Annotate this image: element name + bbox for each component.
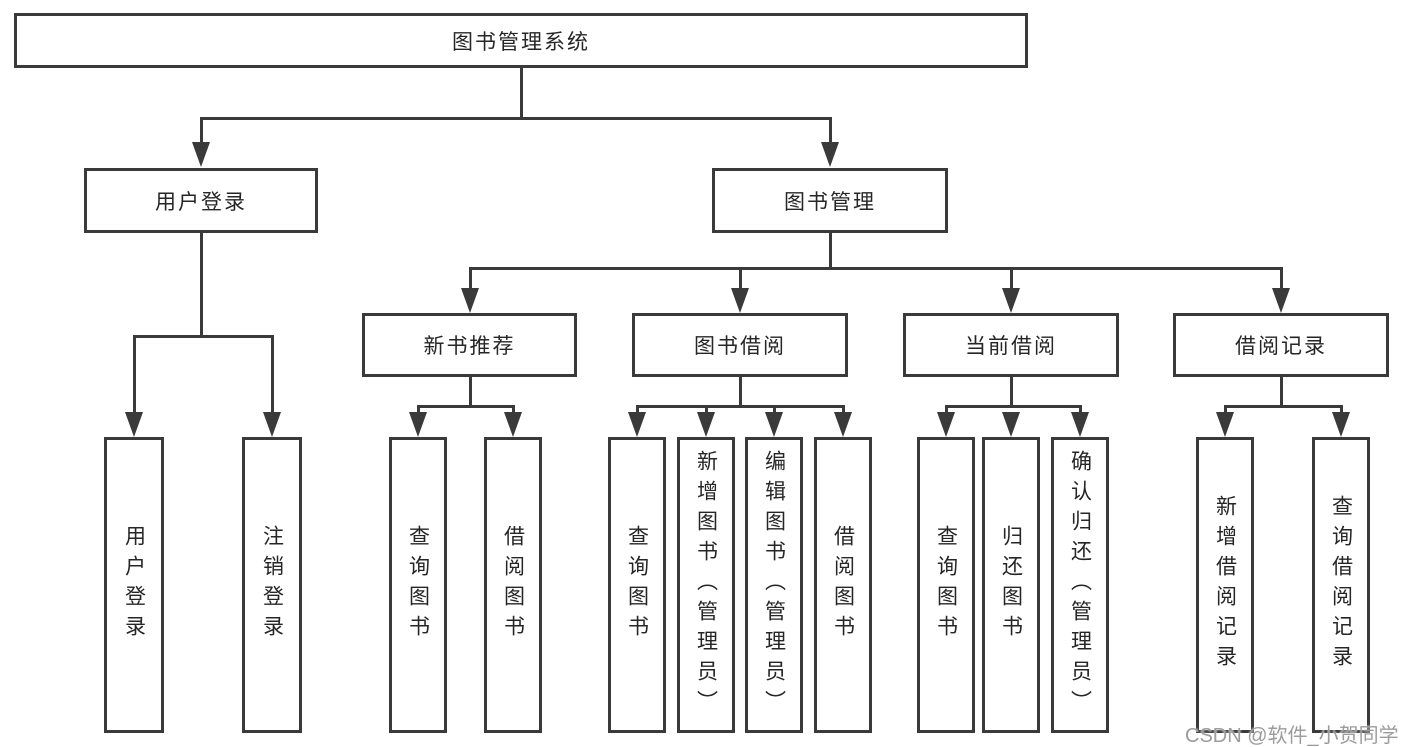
connector-line — [1224, 405, 1227, 417]
connector-line — [773, 405, 776, 417]
connector-line — [271, 335, 274, 415]
connector-line — [829, 233, 832, 270]
watermark-text: CSDN @软件_小贺同学 — [1185, 725, 1399, 747]
node-label: 当前借阅 — [965, 335, 1057, 358]
leaf-query-books-current: 查询图书 — [917, 437, 975, 733]
connector-line — [1224, 405, 1343, 408]
arrow-down-icon — [628, 412, 646, 437]
node-label: 借阅记录 — [1235, 335, 1327, 358]
arrow-down-icon — [125, 412, 143, 437]
connector-line — [417, 405, 515, 408]
leaf-label: 归还图书 — [999, 525, 1023, 645]
leaf-edit-books-admin: 编辑图书（管理员） — [745, 437, 803, 733]
leaf-label: 查询借阅记录 — [1329, 495, 1353, 675]
connector-line — [133, 335, 274, 338]
leaf-label: 确认归还（管理员） — [1068, 450, 1092, 720]
leaf-query-books-borrowing: 查询图书 — [608, 437, 666, 733]
connector-line — [469, 267, 472, 290]
arrow-down-icon — [1002, 288, 1020, 313]
leaf-logout-login: 注销登录 — [242, 437, 302, 733]
arrow-down-icon — [731, 288, 749, 313]
connector-line — [945, 405, 1082, 408]
arrow-down-icon — [697, 412, 715, 437]
leaf-query-borrow-record: 查询借阅记录 — [1312, 437, 1370, 733]
node-label: 图书管理 — [784, 190, 876, 214]
connector-line — [945, 405, 948, 417]
connector-line — [469, 267, 1283, 270]
leaf-add-borrow-record: 新增借阅记录 — [1196, 437, 1254, 733]
arrow-down-icon — [263, 412, 281, 437]
connector-line — [636, 405, 639, 417]
connector-line — [512, 405, 515, 417]
node-book-borrowing: 图书借阅 — [632, 313, 848, 377]
connector-line — [739, 377, 742, 408]
connector-line — [705, 405, 708, 417]
leaf-return-books: 归还图书 — [982, 437, 1040, 733]
leaf-label: 新增借阅记录 — [1213, 495, 1237, 675]
leaf-label: 新增图书（管理员） — [694, 450, 718, 720]
arrow-down-icon — [409, 412, 427, 437]
leaf-label: 查询图书 — [934, 525, 958, 645]
node-label: 图书借阅 — [694, 335, 786, 358]
leaf-borrow-books-recommend: 借阅图书 — [484, 437, 542, 733]
leaf-label: 借阅图书 — [501, 525, 525, 645]
connector-line — [200, 117, 203, 143]
node-label: 用户登录 — [155, 190, 247, 214]
connector-line — [417, 405, 420, 417]
connector-line — [829, 117, 832, 143]
leaf-label: 编辑图书（管理员） — [762, 450, 786, 720]
arrow-down-icon — [192, 142, 210, 167]
node-label: 新书推荐 — [423, 335, 516, 358]
arrow-down-icon — [1216, 412, 1234, 437]
node-new-book-recommendation: 新书推荐 — [362, 313, 577, 377]
arrow-down-icon — [834, 412, 852, 437]
leaf-label: 用户登录 — [122, 525, 146, 645]
connector-line — [1010, 267, 1013, 290]
connector-line — [842, 405, 845, 417]
connector-line — [133, 335, 136, 415]
leaf-add-books-admin: 新增图书（管理员） — [677, 437, 735, 733]
connector-line — [1280, 377, 1283, 408]
leaf-label: 查询图书 — [406, 525, 430, 645]
node-user-login: 用户登录 — [84, 168, 318, 233]
connector-line — [200, 233, 203, 338]
connector-line — [1079, 405, 1082, 417]
arrow-down-icon — [821, 142, 839, 167]
connector-line — [520, 68, 523, 120]
arrow-down-icon — [937, 412, 955, 437]
node-borrowing-records: 借阅记录 — [1173, 313, 1389, 377]
node-current-borrowing: 当前借阅 — [903, 313, 1119, 377]
connector-line — [1340, 405, 1343, 417]
node-book-management: 图书管理 — [712, 168, 948, 233]
connector-line — [1280, 267, 1283, 290]
leaf-query-books-recommend: 查询图书 — [389, 437, 447, 733]
arrow-down-icon — [1071, 412, 1089, 437]
connector-line — [1010, 377, 1013, 408]
arrow-down-icon — [1002, 412, 1020, 437]
leaf-user-login: 用户登录 — [104, 437, 164, 733]
node-label: 图书管理系统 — [452, 30, 590, 54]
leaf-borrow-books-borrowing: 借阅图书 — [814, 437, 872, 733]
arrow-down-icon — [1332, 412, 1350, 437]
connector-line — [739, 267, 742, 290]
leaf-label: 注销登录 — [260, 525, 284, 645]
arrow-down-icon — [1272, 288, 1290, 313]
leaf-label: 借阅图书 — [831, 525, 855, 645]
leaf-confirm-return-admin: 确认归还（管理员） — [1051, 437, 1109, 733]
arrow-down-icon — [765, 412, 783, 437]
arrow-down-icon — [504, 412, 522, 437]
connector-line — [469, 377, 472, 408]
arrow-down-icon — [461, 288, 479, 313]
connector-line — [200, 117, 831, 120]
node-library-management-system: 图书管理系统 — [14, 13, 1028, 68]
leaf-label: 查询图书 — [625, 525, 649, 645]
connector-line — [636, 405, 845, 408]
